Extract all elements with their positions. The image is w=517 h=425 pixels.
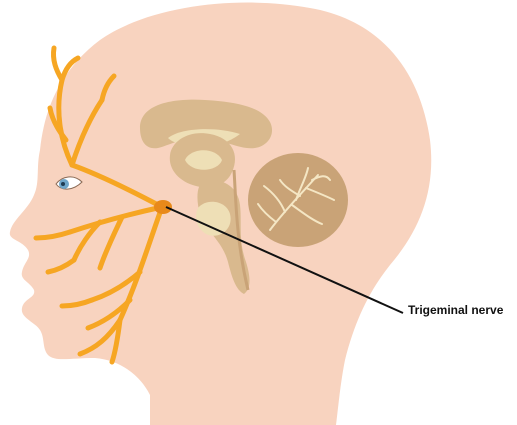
trigeminal-nerve-label: Trigeminal nerve [408,303,503,317]
trigeminal-ganglion [154,200,172,214]
eye-pupil [61,182,65,186]
